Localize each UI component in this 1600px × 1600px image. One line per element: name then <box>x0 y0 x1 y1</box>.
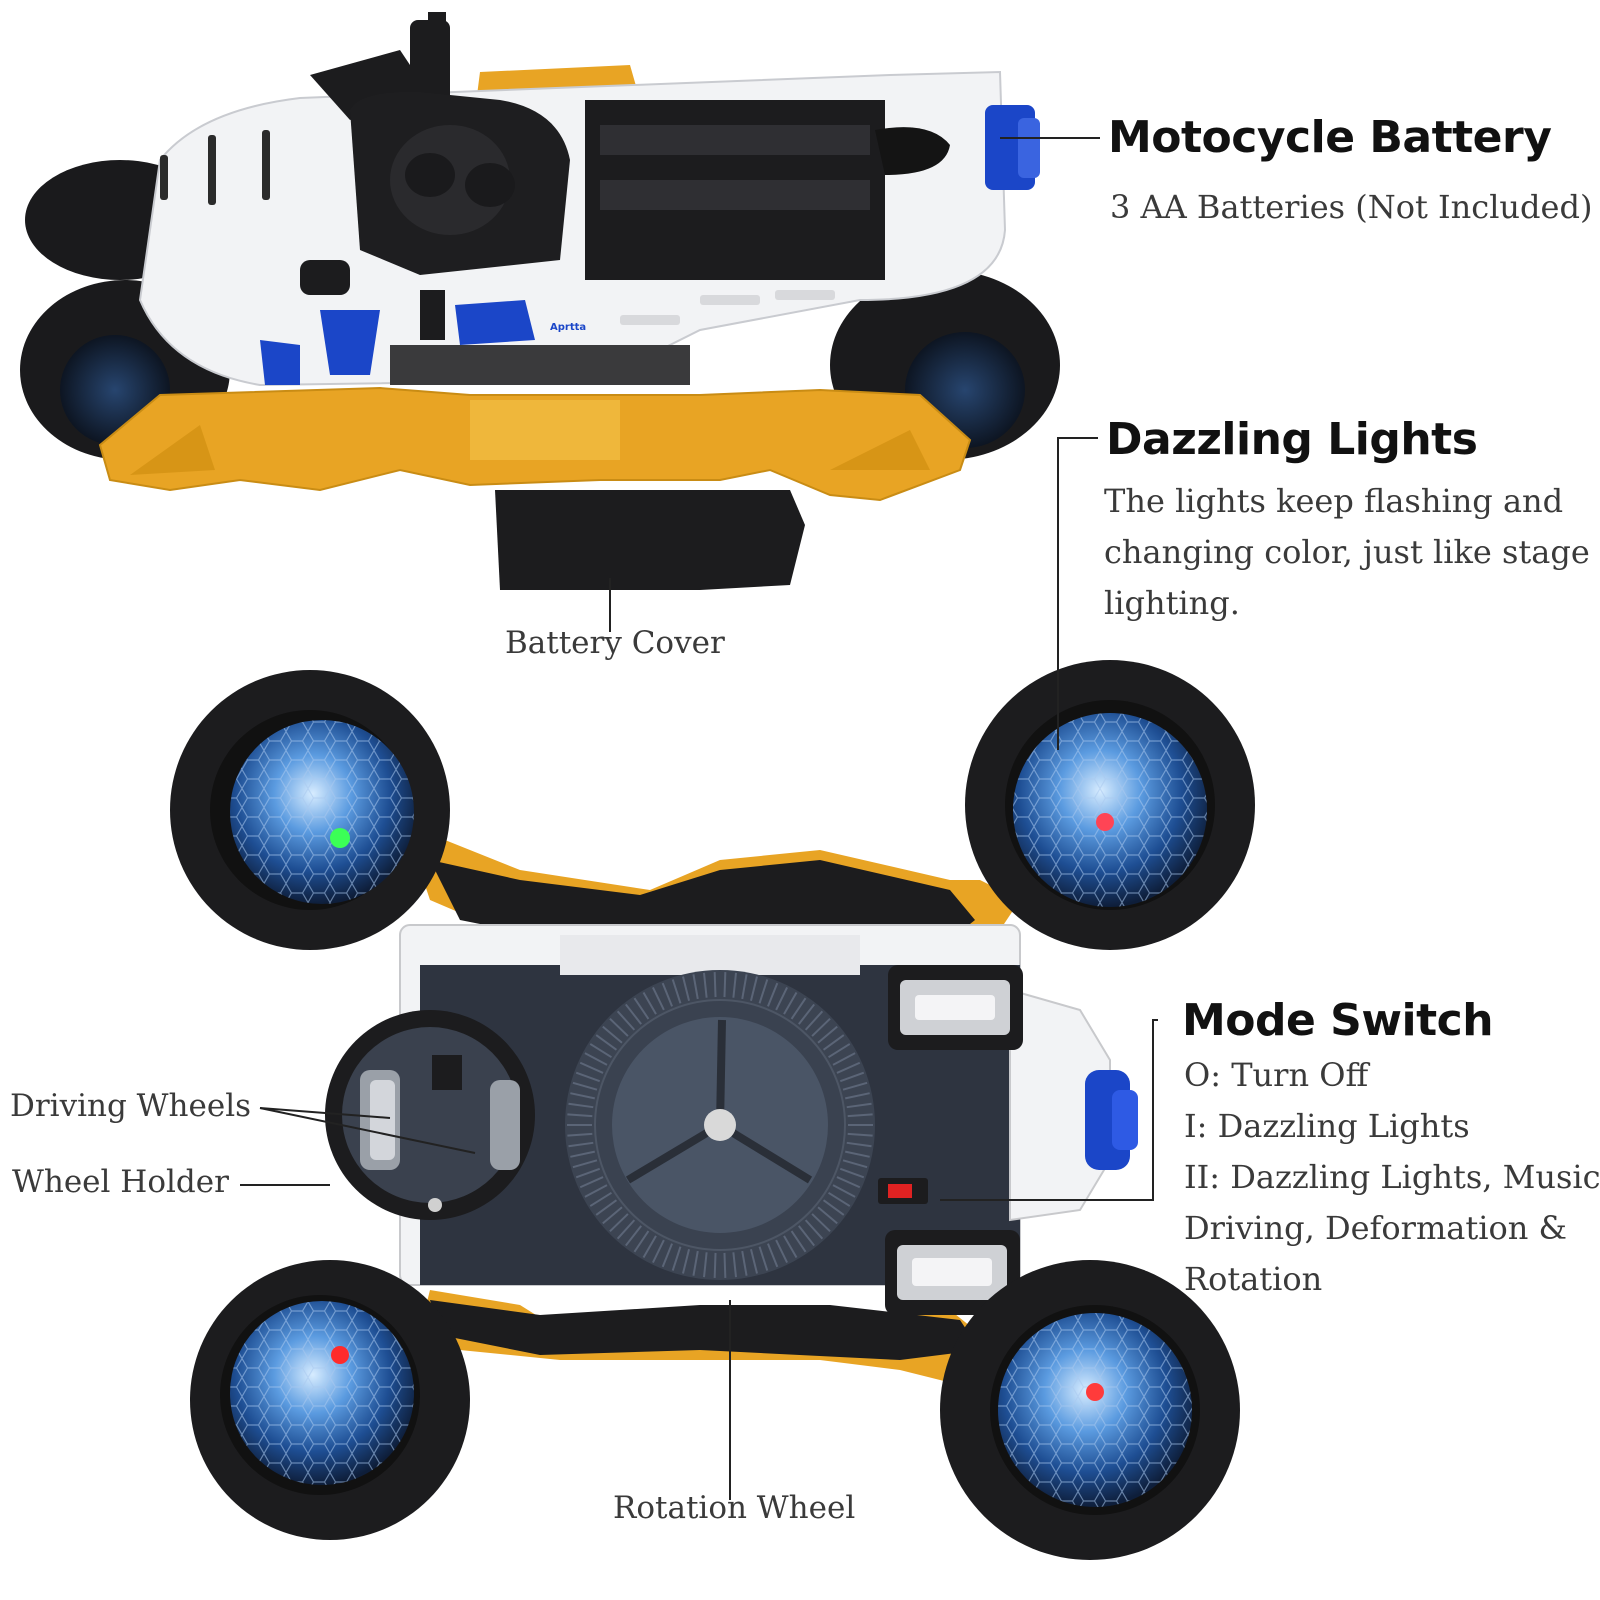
rotation-wheel-teeth <box>567 972 873 1278</box>
leader-lines <box>240 137 1158 1500</box>
battery-callout-text: 3 AA Batteries (Not Included) <box>1110 188 1593 226</box>
lights-callout-line-3: lighting. <box>1104 584 1240 622</box>
mode-line-2: I: Dazzling Lights <box>1184 1107 1470 1145</box>
lights-callout-body: The lights keep flashing and changing co… <box>1104 476 1590 629</box>
light-wheel-rear-left <box>190 1260 470 1540</box>
driving-wheels-label: Driving Wheels <box>10 1088 252 1124</box>
body-badge: Aprtta <box>550 322 586 333</box>
motorcycle-underside-view <box>170 660 1255 1560</box>
mode-switch-callout-body: O: Turn Off I: Dazzling Lights II: Dazzl… <box>1184 1050 1600 1305</box>
light-wheel-front-right <box>965 660 1255 950</box>
mode-switch-callout-title: Mode Switch <box>1182 995 1494 1046</box>
lights-callout-title: Dazzling Lights <box>1106 414 1478 465</box>
lights-callout-line-2: changing color, just like stage <box>1104 533 1590 571</box>
rotation-wheel-label: Rotation Wheel <box>613 1490 856 1526</box>
wheel-holder-label: Wheel Holder <box>12 1164 229 1200</box>
mode-line-5: Rotation <box>1184 1260 1323 1298</box>
motorcycle-top-view: Aprtta <box>20 12 1060 590</box>
mode-line-3: II: Dazzling Lights, Music <box>1184 1158 1600 1196</box>
light-wheel-rear-right <box>940 1260 1240 1560</box>
mode-line-1: O: Turn Off <box>1184 1056 1369 1094</box>
battery-cover-label: Battery Cover <box>505 625 725 661</box>
battery-callout-title: Motocycle Battery <box>1108 112 1552 163</box>
lights-callout-line-1: The lights keep flashing and <box>1104 482 1564 520</box>
mode-line-4: Driving, Deformation & <box>1184 1209 1567 1247</box>
light-wheel-front-left <box>170 670 450 950</box>
